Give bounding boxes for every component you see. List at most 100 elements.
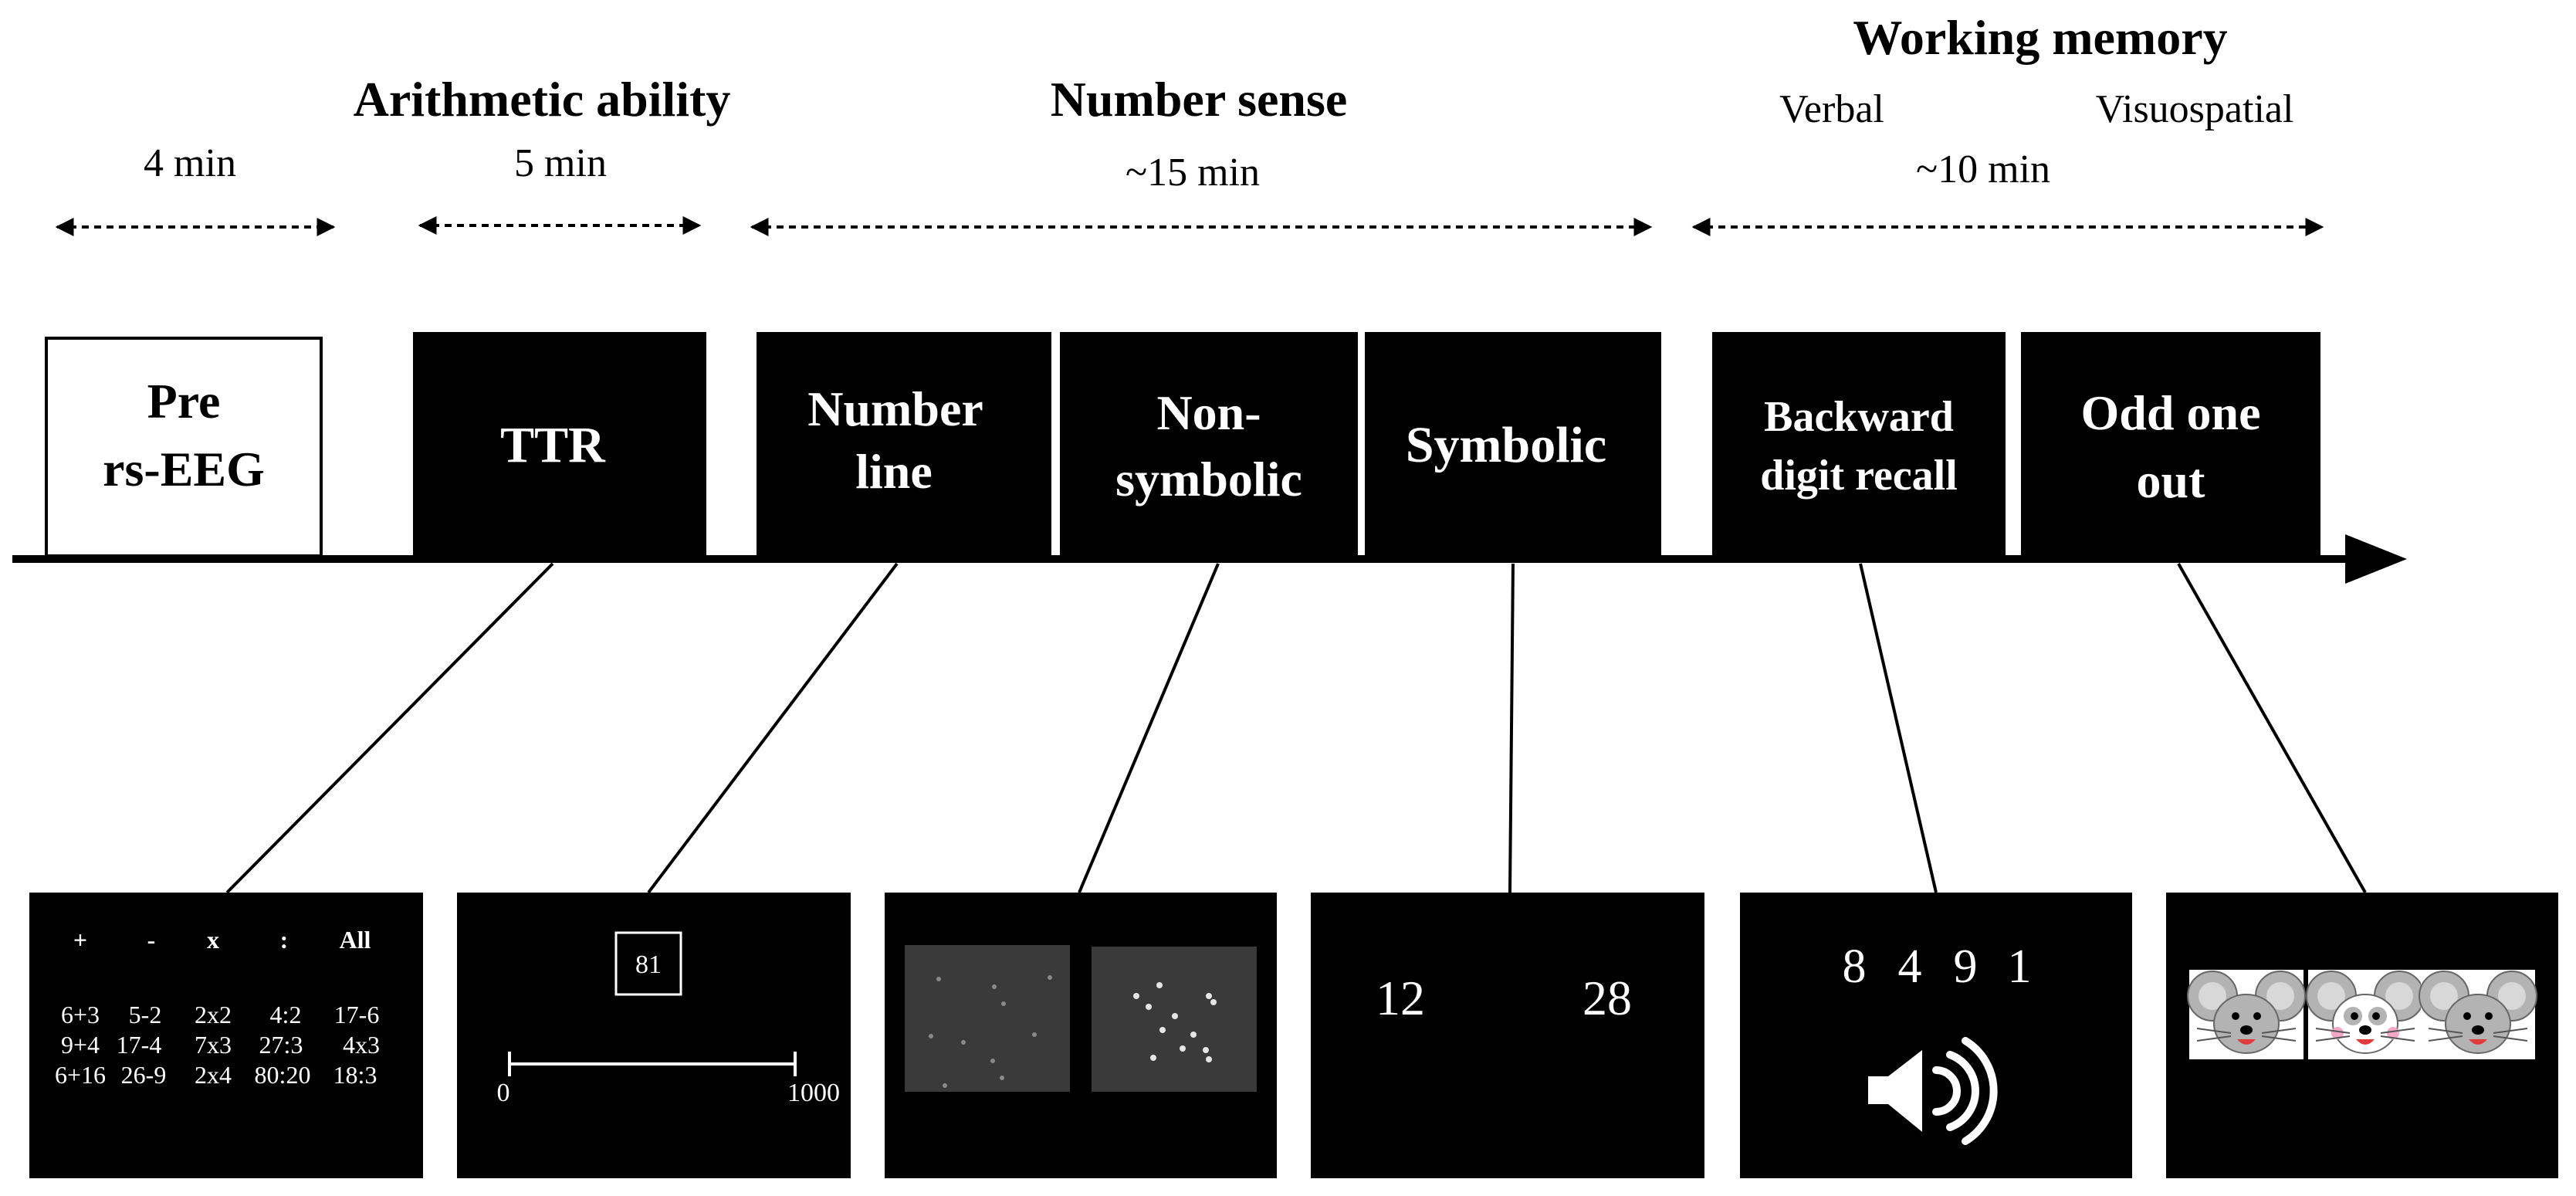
connector-symbolic [1508,563,1515,893]
ttr-header: x [207,926,219,954]
verbal-label: Verbal [1779,87,1884,131]
mouse-face-icon [2306,970,2425,1059]
dot [1156,982,1163,988]
task-pre-rs-eeg [45,337,323,557]
ttr-cell: 2x4 [195,1061,232,1089]
visuospatial-label: Visuospatial [2096,87,2294,131]
dot [1048,975,1052,980]
dot [1150,1055,1156,1061]
task-backward-label-1: Backward [1764,393,1954,441]
task-odd-label-2: out [2137,453,2206,508]
mouse-faces [2187,970,2537,1059]
digit: 1 [2008,940,2032,993]
ttr-cell: 17-6 [334,1001,380,1028]
connector-backward [1859,563,1938,893]
number-sense-title: Number sense [1051,72,1348,127]
dot [1133,993,1139,999]
connector-ttr [225,562,554,894]
task-odd-one-out [2021,332,2320,559]
task-number-line [757,332,1051,559]
ttr-cell: 80:20 [255,1061,311,1089]
dot [1146,1004,1152,1010]
ttr-cell: 27:3 [259,1031,303,1059]
digit: 9 [1954,940,1978,993]
mouse-face-icon [2419,970,2537,1059]
ttr-cell: 7x3 [195,1031,232,1059]
number-line-target: 81 [635,950,662,979]
speaker-icon [1868,1037,1998,1145]
panel-ttr [29,893,423,1178]
ttr-cell: 4:2 [270,1001,302,1028]
dot [1001,1001,1006,1006]
task-symbolic-label: Symbolic [1406,417,1606,473]
task-symbolic [1365,332,1661,559]
dot [1210,999,1217,1005]
ttr-cell: 6+16 [55,1061,106,1089]
ttr-header: + [73,926,87,954]
dot [1206,1056,1212,1062]
arithmetic-duration: 5 min [514,141,607,185]
dots-array-left [905,945,1070,1092]
arithmetic-title: Arithmetic ability [354,72,731,127]
symbolic-left-number: 12 [1376,971,1425,1025]
dots-right-group [1133,982,1217,1062]
number-line-max: 1000 [787,1079,840,1107]
dot [1190,1032,1197,1038]
connector-non-symbolic [1078,563,1220,893]
mouse-face-icon [2187,970,2306,1059]
panel-number-line [457,893,851,1178]
ttr-cell: 26-9 [121,1061,167,1089]
ttr-header: - [147,926,156,954]
dot [929,1034,933,1038]
task-odd-label-1: Odd one [2081,385,2261,440]
dot [1000,1076,1004,1080]
ttr-problem-grid: + - x : All 6+3 5-2 2x2 4:2 17-6 9+4 17-… [55,926,380,1089]
ttr-cell: 4x3 [343,1031,380,1059]
task-pre-label-1: Pre [147,374,221,429]
dot [961,1040,966,1045]
dot [1180,1045,1186,1052]
dot [990,1059,995,1063]
dot [1032,1032,1037,1037]
number-line-min: 0 [497,1079,510,1107]
ttr-header: : [280,926,289,954]
task-non-symbolic-label-1: Non- [1156,385,1261,440]
dots-array-right [1092,947,1257,1092]
timeline-arrowhead [2345,534,2407,584]
task-pre-label-2: rs-EEG [103,442,265,496]
task-backward-label-2: digit recall [1760,452,1958,500]
task-number-line-label-2: line [855,444,933,499]
task-non-symbolic [1060,332,1358,559]
digit-sequence: 8 4 9 1 [1843,940,2032,993]
symbolic-right-number: 28 [1582,971,1632,1025]
dot [1172,1013,1178,1019]
connector-number-line [647,562,899,894]
ttr-cell: 6+3 [61,1001,100,1028]
task-non-symbolic-label-2: symbolic [1115,452,1302,507]
number-sense-duration: ~15 min [1126,151,1260,195]
task-ttr [413,332,706,559]
task-number-line-label-1: Number [807,381,983,436]
dot [992,984,997,989]
ttr-header: All [340,926,371,954]
dots-left-group [929,975,1052,1088]
working-memory-title: Working memory [1853,10,2227,65]
ttr-cell: 18:3 [333,1061,377,1089]
digit: 4 [1898,940,1922,993]
ttr-cell: 17-4 [117,1031,162,1059]
dot [1206,993,1212,999]
working-memory-duration: ~10 min [1916,147,2050,191]
number-line-target-box [614,931,682,996]
dot [936,977,941,981]
panel-backward [1740,893,2132,1178]
ttr-cell: 9+4 [61,1031,100,1059]
dot [943,1083,947,1088]
panel-symbolic [1311,893,1704,1178]
task-backward-digit-recall [1712,332,2006,559]
dot [1203,1047,1209,1053]
dot [1159,1027,1166,1033]
ttr-cell: 5-2 [129,1001,162,1028]
connector-odd [2177,563,2367,893]
rest-duration: 4 min [144,141,236,185]
